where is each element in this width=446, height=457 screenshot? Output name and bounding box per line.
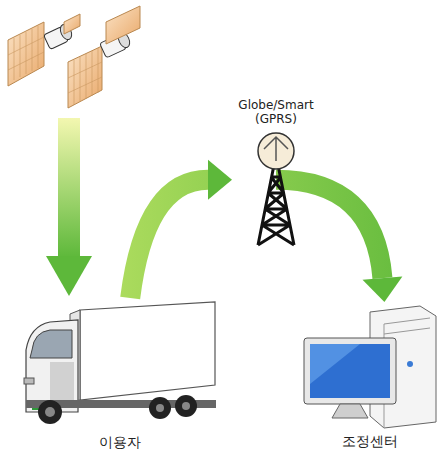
node-label: 조정센터 [342,433,398,450]
arrow-head [208,160,232,200]
node-label: Globe/Smart (GPRS) [228,98,324,127]
tower-icon [236,127,316,247]
icon-node: Globe/Smart (GPRS) [228,98,324,247]
arrow-head [363,276,403,302]
icon-node: 조정센터 [298,304,442,450]
flow-arrow [130,180,208,298]
signal-arrow [46,118,92,296]
icon-node: 이용자 [18,300,222,451]
satellite [68,6,140,108]
computer-icon [300,304,440,429]
node-label: 이용자 [99,434,141,451]
truck-icon [20,300,220,430]
